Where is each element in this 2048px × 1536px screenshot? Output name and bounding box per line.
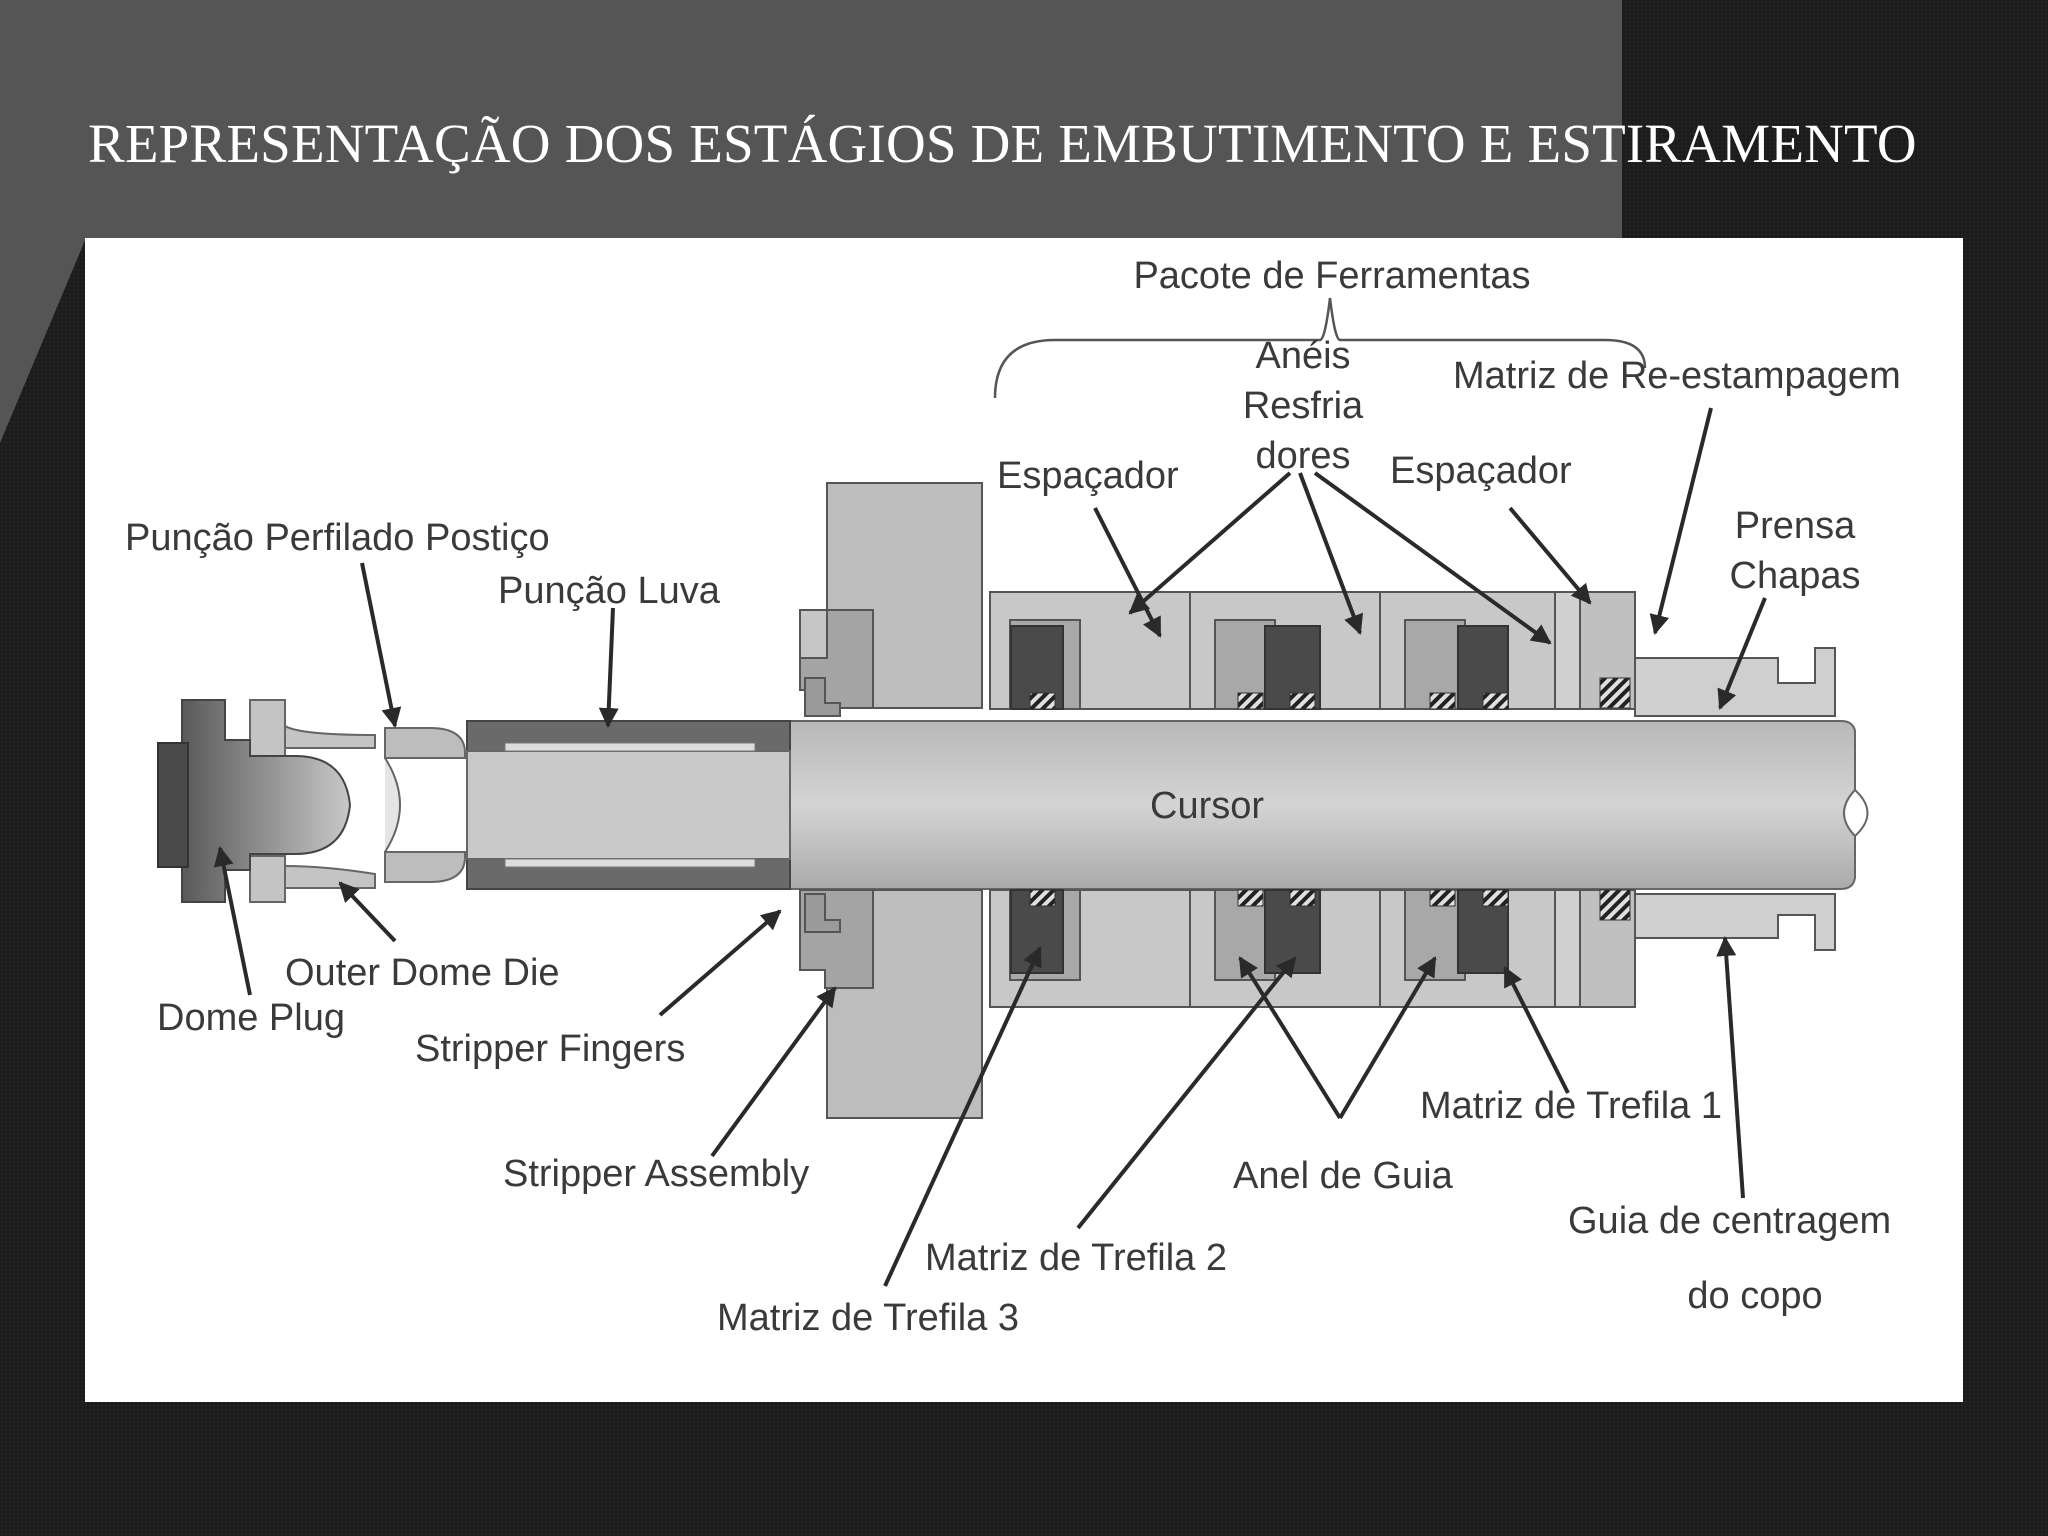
tool-pack-upper [989, 591, 1636, 710]
label-aneis-2: Resfria [1243, 385, 1364, 427]
label-matriz-trefila-3: Matriz de Trefila 3 [717, 1297, 1019, 1339]
label-prensa: Prensa [1735, 505, 1856, 547]
label-aneis-3: dores [1255, 435, 1350, 477]
label-cursor: Cursor [1150, 785, 1264, 827]
label-guia-centragem-2: do copo [1687, 1275, 1822, 1317]
blank-holder [1634, 647, 1836, 951]
label-espacador-1: Espaçador [997, 455, 1179, 497]
header-wedge [0, 238, 86, 443]
label-aneis-1: Anéis [1255, 335, 1350, 377]
label-dome-plug: Dome Plug [157, 997, 345, 1039]
cursor-ram [789, 720, 1869, 890]
label-outer-dome-die: Outer Dome Die [285, 952, 560, 994]
label-matriz-trefila-1: Matriz de Trefila 1 [1420, 1085, 1722, 1127]
stripper-fingers [804, 677, 841, 933]
slide-title: REPRESENTAÇÃO DOS ESTÁGIOS DE EMBUTIMENT… [88, 113, 1917, 174]
punch-profile-insert [384, 727, 466, 883]
label-puncao-perfilado: Punção Perfilado Postiço [125, 517, 550, 559]
header-band [0, 0, 1622, 238]
tool-pack-lower [989, 889, 1636, 1008]
stripper-assembly [799, 482, 983, 1119]
label-pacote-ferramentas: Pacote de Ferramentas [1133, 255, 1530, 297]
label-stripper-fingers: Stripper Fingers [415, 1028, 685, 1070]
label-stripper-assembly: Stripper Assembly [503, 1153, 809, 1195]
tool-pack-brace [993, 297, 1647, 399]
label-chapas: Chapas [1730, 555, 1861, 597]
label-matriz-reestampagem: Matriz de Re-estampagem [1453, 355, 1901, 397]
label-espacador-2: Espaçador [1390, 450, 1572, 492]
leader-arrows [213, 407, 1767, 1287]
diagram-panel: Pacote de Ferramentas Anéis Resfria dore… [85, 238, 1963, 1402]
outer-dome-die [249, 699, 376, 903]
label-anel-guia: Anel de Guia [1233, 1155, 1454, 1197]
label-matriz-trefila-2: Matriz de Trefila 2 [925, 1237, 1227, 1279]
tool-pack-diagram: Pacote de Ferramentas Anéis Resfria dore… [125, 255, 1901, 1339]
label-guia-centragem-1: Guia de centragem [1568, 1200, 1891, 1242]
label-puncao-luva: Punção Luva [498, 570, 721, 612]
punch-sleeve [466, 720, 791, 890]
